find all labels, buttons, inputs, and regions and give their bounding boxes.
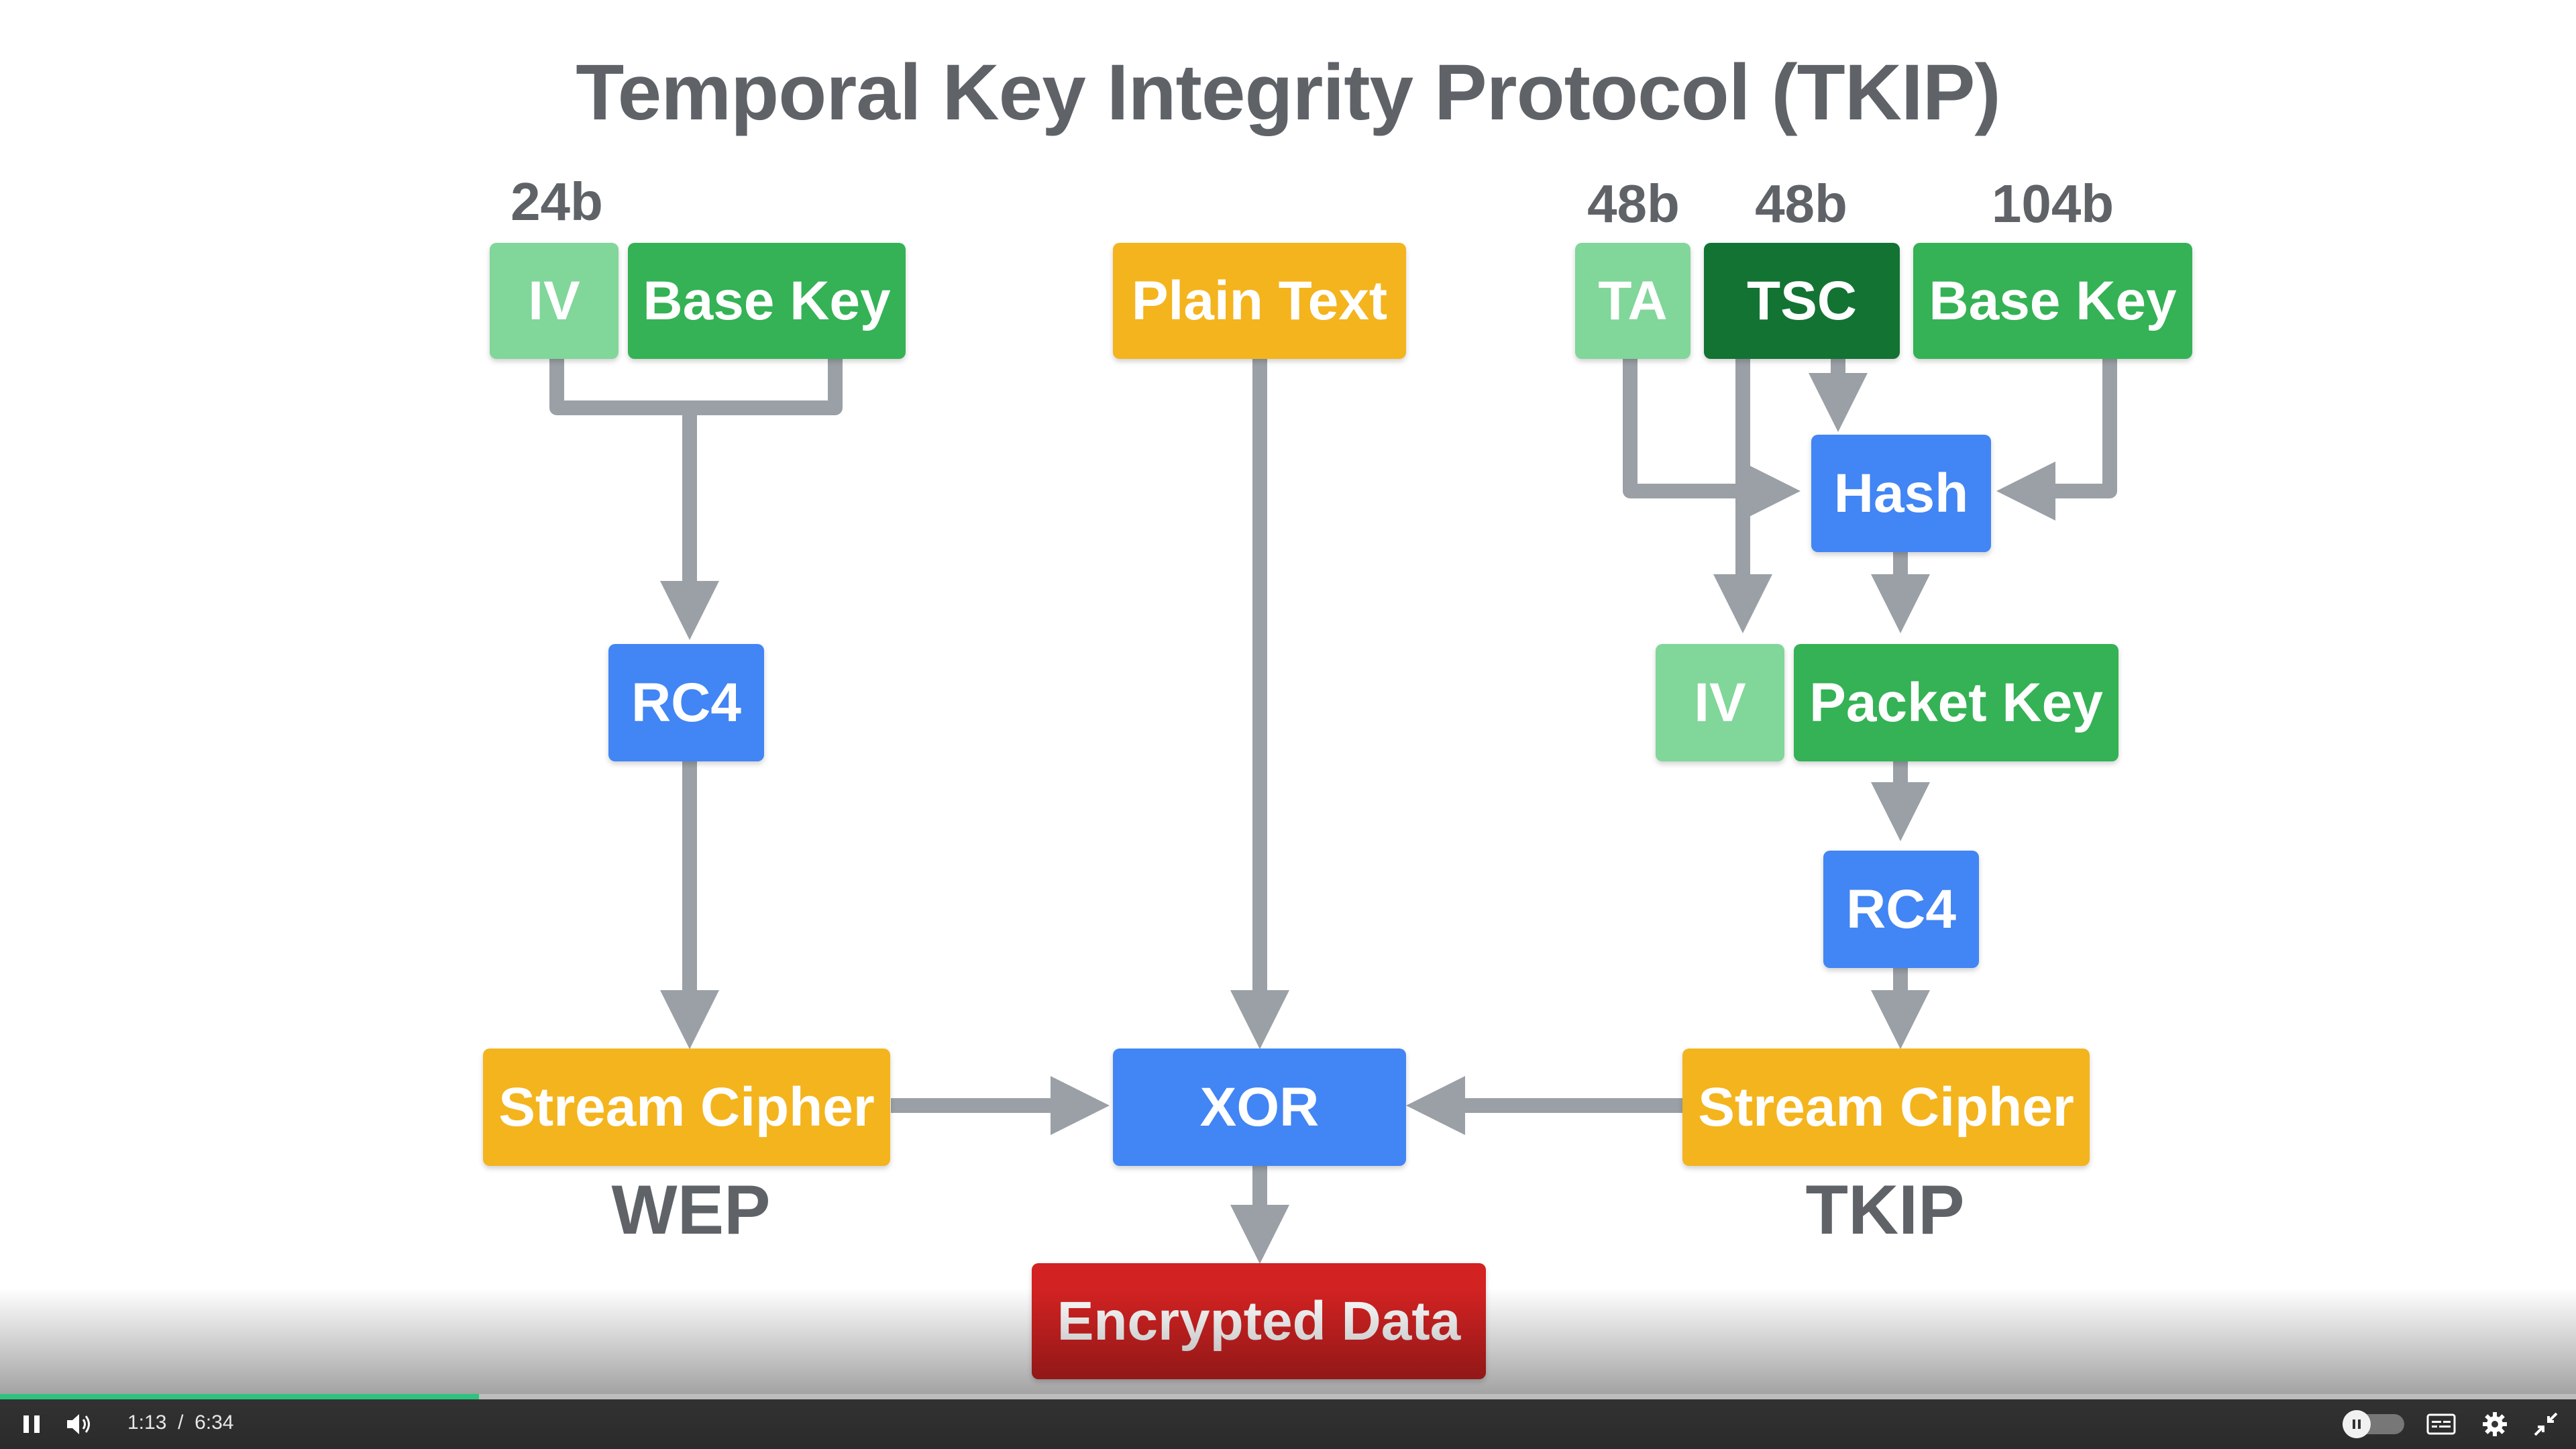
slide-title: Temporal Key Integrity Protocol (TKIP) <box>576 48 2000 137</box>
tkip-stream-cipher-box: Stream Cipher <box>1682 1049 2090 1166</box>
captions-icon <box>2426 1413 2456 1435</box>
pause-icon <box>23 1415 40 1433</box>
current-time: 1:13 <box>127 1411 167 1434</box>
volume-icon <box>67 1414 90 1434</box>
time-display: 1:13 / 6:34 <box>127 1411 233 1434</box>
time-separator: / <box>178 1411 184 1434</box>
tkip-ta-bits-label: 48b <box>1587 174 1680 233</box>
tkip-tsc-box: TSC <box>1704 243 1900 359</box>
tkip-label: TKIP <box>1805 1171 1965 1249</box>
progress-bar[interactable] <box>0 1394 2576 1399</box>
plain-text-box: Plain Text <box>1113 243 1406 359</box>
pause-button[interactable] <box>15 1407 48 1441</box>
duration: 6:34 <box>195 1411 234 1434</box>
wep-base-key-box: Base Key <box>628 243 906 359</box>
tkip-packet-key-box: Packet Key <box>1794 644 2118 761</box>
basekey-to-hash-arrow <box>1996 359 2117 521</box>
wep-stream-cipher-box: Stream Cipher <box>483 1049 890 1166</box>
volume-button[interactable] <box>63 1407 97 1441</box>
wep-rc4-box: RC4 <box>608 644 764 761</box>
tkip-hash-box: Hash <box>1811 435 1991 552</box>
toggle-pause-icon <box>2353 1419 2361 1429</box>
gear-icon <box>2483 1412 2507 1436</box>
autoplay-toggle[interactable] <box>2343 1410 2404 1438</box>
wep-iv-box: IV <box>490 243 619 359</box>
wep-key-join-arrow <box>549 359 843 415</box>
exit-fullscreen-icon <box>2534 1412 2558 1436</box>
tkip-ta-box: TA <box>1575 243 1690 359</box>
tkip-rc4-box: RC4 <box>1823 851 1979 968</box>
player-controls: 1:13 / 6:34 <box>0 1399 2576 1449</box>
captions-button[interactable] <box>2424 1407 2458 1441</box>
settings-button[interactable] <box>2478 1407 2512 1441</box>
exit-fullscreen-button[interactable] <box>2529 1407 2563 1441</box>
tkip-tsc-bits-label: 48b <box>1755 174 1847 233</box>
tkip-base-key-bits-label: 104b <box>1991 174 2114 233</box>
progress-played <box>0 1394 480 1399</box>
tkip-base-key-box: Base Key <box>1913 243 2192 359</box>
wep-label: WEP <box>611 1171 771 1249</box>
tkip-iv-box: IV <box>1656 644 1784 761</box>
xor-box: XOR <box>1113 1049 1406 1166</box>
ta-to-hash-arrow <box>1623 359 1801 521</box>
wep-iv-bits-label: 24b <box>511 172 603 231</box>
autoplay-toggle-knob <box>2343 1410 2371 1438</box>
